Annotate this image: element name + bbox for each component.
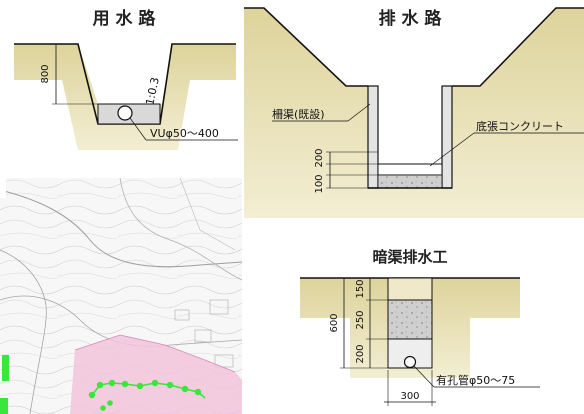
ankyo-dim-bottom: 200 (355, 344, 366, 363)
haisuiro-left-wall (367, 85, 379, 189)
yosuiro-soil (14, 44, 236, 150)
background-map (0, 177, 243, 414)
yosuiro-section: 用 水 路 800 1:0.3 VUφ50～400 (14, 8, 238, 150)
ankyo-soil (300, 278, 520, 378)
haisuiro-concrete-lining (377, 163, 443, 176)
ankyo-dim-top: 150 (355, 279, 366, 298)
ankyo-section: 暗渠排水工 600 150 250 200 300 有孔管φ50～75 (300, 248, 540, 406)
yosuiro-title: 用 水 路 (93, 8, 157, 29)
ankyo-layer-top (387, 277, 433, 301)
haisuiro-title: 排 水 路 (379, 8, 443, 29)
haisuiro-soil (244, 8, 584, 218)
ankyo-dim-width: 300 (400, 391, 419, 402)
ankyo-layer-mid (387, 299, 433, 340)
ankyo-title: 暗渠排水工 (372, 248, 447, 266)
haisuiro-lining-label: 底張コンクリート (476, 119, 564, 133)
ankyo-pipe-label: 有孔管φ50～75 (436, 373, 515, 387)
haisuiro-gravel (377, 174, 443, 189)
yosuiro-slope-label: 1:0.3 (143, 76, 162, 106)
haisuiro-right-wall (441, 85, 453, 189)
ankyo-pipe-icon (403, 355, 417, 369)
ankyo-dim-mid: 250 (355, 310, 366, 329)
haisuiro-flume-label: 柵渠(既設) (272, 107, 325, 121)
haisuiro-dim-upper: 200 (314, 148, 325, 167)
haisuiro-dim-lower: 100 (314, 174, 325, 193)
yosuiro-pipe-icon (117, 105, 133, 121)
haisuiro-section: 排 水 路 柵渠(既設) 底張コンクリート 200 100 (244, 7, 584, 218)
ankyo-dim-total: 600 (329, 313, 340, 332)
yosuiro-depth-dim: 800 (40, 64, 51, 83)
yosuiro-pipe-label: VUφ50～400 (150, 127, 219, 140)
